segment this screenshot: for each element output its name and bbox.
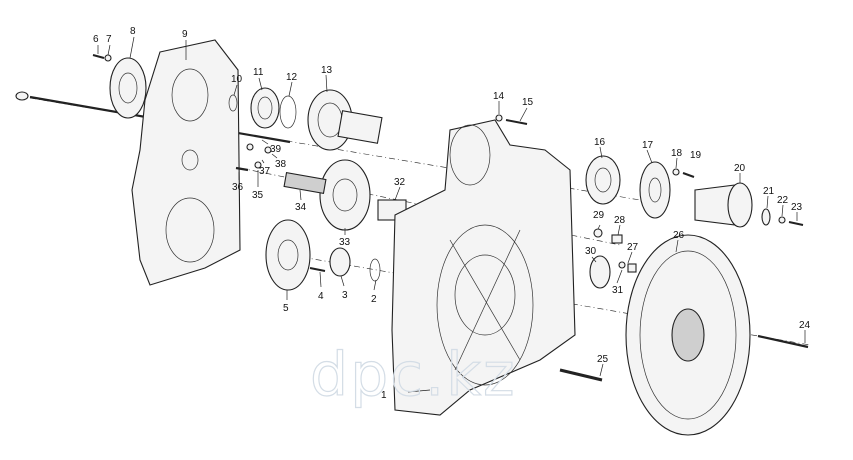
bolt-25 — [559, 368, 603, 382]
part-labels: 1 2 3 4 5 6 7 8 9 10 11 12 13 14 15 16 1… — [93, 26, 811, 401]
gear-33 — [319, 159, 371, 231]
label-31: 31 — [612, 285, 624, 296]
label-32: 32 — [394, 177, 406, 188]
washer-21 — [761, 208, 804, 226]
label-21: 21 — [763, 186, 775, 197]
bolt-24 — [757, 334, 809, 349]
label-6: 6 — [93, 34, 99, 45]
coupling-20 — [694, 182, 753, 228]
bearing-16 — [585, 155, 621, 205]
label-23: 23 — [791, 202, 803, 213]
label-4: 4 — [318, 291, 324, 302]
label-14: 14 — [493, 91, 505, 102]
shaft-34 — [283, 171, 327, 195]
label-11: 11 — [253, 67, 264, 78]
label-22: 22 — [777, 195, 789, 206]
flywheel-housing-1 — [391, 119, 576, 416]
label-3: 3 — [342, 290, 348, 301]
label-20: 20 — [734, 163, 746, 174]
watermark-text: dpc.kz — [310, 340, 516, 410]
label-13: 13 — [321, 65, 333, 76]
flange-17 — [639, 161, 671, 219]
flywheel-26 — [625, 234, 751, 436]
bearing-3 — [309, 247, 381, 282]
label-34: 34 — [295, 202, 307, 213]
label-9: 9 — [182, 29, 188, 40]
label-18: 18 — [671, 148, 683, 159]
label-29: 29 — [593, 210, 605, 221]
label-8: 8 — [130, 26, 136, 37]
label-25: 25 — [597, 354, 609, 365]
label-15: 15 — [522, 97, 534, 108]
label-17: 17 — [642, 140, 654, 151]
label-27: 27 — [627, 242, 639, 253]
flange-plate-8 — [109, 57, 147, 119]
label-5: 5 — [283, 303, 289, 314]
label-35: 35 — [252, 190, 264, 201]
label-10: 10 — [231, 74, 243, 85]
label-33: 33 — [339, 237, 351, 248]
gear-5 — [265, 219, 311, 291]
label-1: 1 — [381, 390, 387, 401]
label-19: 19 — [690, 150, 702, 161]
label-24: 24 — [799, 320, 811, 331]
label-37: 37 — [259, 166, 271, 177]
label-38: 38 — [275, 159, 287, 170]
label-26: 26 — [673, 230, 685, 241]
label-28: 28 — [614, 215, 626, 226]
bearing-11 — [228, 87, 297, 129]
label-7: 7 — [106, 34, 112, 45]
label-39: 39 — [270, 144, 282, 155]
label-16: 16 — [594, 137, 606, 148]
leader-lines — [97, 36, 806, 393]
label-12: 12 — [286, 72, 298, 83]
label-2: 2 — [371, 294, 377, 305]
gear-shaft-13 — [307, 89, 383, 151]
label-30: 30 — [585, 246, 597, 257]
bolts-misc — [92, 54, 695, 178]
cover-30 — [589, 255, 611, 289]
label-36: 36 — [232, 182, 244, 193]
front-housing-cover-9 — [131, 39, 241, 286]
